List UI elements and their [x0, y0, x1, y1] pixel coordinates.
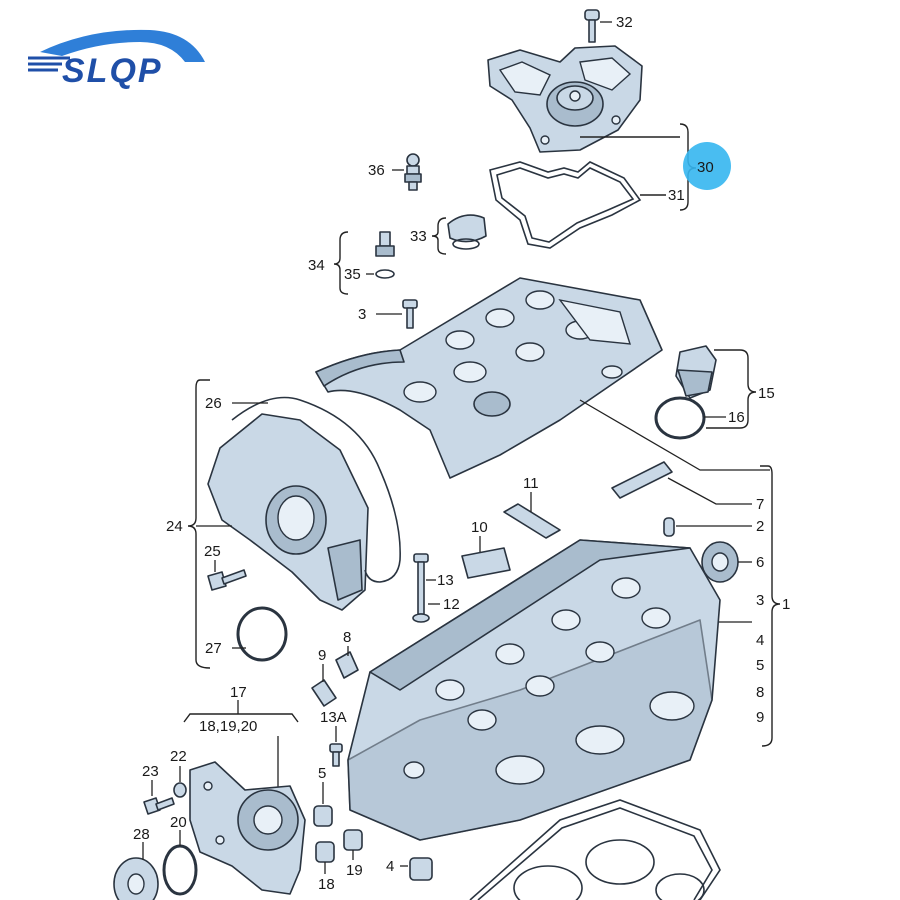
callout-24: 24 — [166, 518, 183, 535]
callout-16: 16 — [728, 409, 745, 426]
callout-22: 22 — [170, 748, 187, 765]
part-31-gasket — [489, 161, 642, 249]
callout-10: 10 — [471, 519, 488, 536]
callout-36: 36 — [368, 162, 385, 179]
brand-logo-text: SLQP — [62, 52, 163, 90]
callout-33: 33 — [410, 228, 427, 245]
callout-11: 11 — [523, 475, 539, 492]
callout-18: 18 — [318, 876, 335, 893]
callout-15: 15 — [758, 385, 775, 402]
callout-4-right: 4 — [756, 632, 764, 649]
callout-9-right: 9 — [756, 709, 764, 726]
callout-5-right: 5 — [756, 657, 764, 674]
highlight-30-marker — [683, 142, 731, 190]
part-15-oil-cap — [675, 345, 717, 399]
part-head-gasket — [469, 799, 721, 900]
part-30-oil-separator-housing — [487, 45, 643, 153]
callout-2: 2 — [756, 518, 764, 535]
callout-17: 17 — [230, 684, 247, 701]
part-22-washer — [173, 782, 187, 798]
part-20-seal — [162, 844, 198, 896]
part-11-sealant-tube — [503, 503, 561, 539]
part-27-seal — [236, 606, 288, 662]
callout-4: 4 — [386, 858, 394, 875]
part-6-sprocket — [701, 541, 739, 583]
callout-35: 35 — [344, 266, 361, 283]
callout-5: 5 — [318, 765, 326, 782]
part-32-screw — [584, 9, 600, 43]
part-valve-cover — [315, 277, 663, 479]
callout-31: 31 — [668, 187, 685, 204]
callout-13a: 13A — [320, 709, 347, 726]
part-17-pump-housing — [189, 761, 306, 895]
part-19-bush — [343, 829, 363, 851]
part-28-flange — [113, 857, 159, 900]
part-16-seal — [654, 396, 706, 440]
part-10-sealant-tube — [461, 547, 511, 579]
part-18-bush — [315, 841, 335, 863]
callout-30: 30 — [697, 159, 714, 176]
part-33-cap — [447, 214, 487, 250]
callout-9: 9 — [318, 647, 326, 664]
callout-18-19-20: 18,19,20 — [199, 718, 257, 735]
callout-8-right: 8 — [756, 684, 764, 701]
part-13-long-bolt — [412, 553, 430, 623]
callout-34: 34 — [308, 257, 325, 274]
callout-27: 27 — [205, 640, 222, 657]
callout-20: 20 — [170, 814, 187, 831]
callout-8: 8 — [343, 629, 351, 646]
callout-32: 32 — [616, 14, 633, 31]
part-36-sensor — [404, 153, 422, 191]
part-26-gasket — [231, 396, 401, 583]
callout-23: 23 — [142, 763, 159, 780]
part-9-stud — [311, 679, 337, 707]
callout-25: 25 — [204, 543, 221, 560]
part-23-bolt — [143, 797, 175, 815]
callout-7: 7 — [756, 496, 764, 513]
part-1-cylinder-head — [347, 539, 721, 841]
part-4-bush — [409, 857, 433, 881]
part-13a-bolt — [329, 743, 343, 767]
callout-26: 26 — [205, 395, 222, 412]
callout-28: 28 — [133, 826, 150, 843]
callout-1: 1 — [782, 596, 790, 613]
callout-6: 6 — [756, 554, 764, 571]
callout-12: 12 — [443, 596, 460, 613]
callout-13: 13 — [437, 572, 454, 589]
part-7-sealant-tube — [611, 461, 673, 499]
part-5-bush — [313, 805, 333, 827]
part-2-dowel — [663, 517, 675, 537]
callout-3-top: 3 — [358, 306, 366, 323]
callout-19: 19 — [346, 862, 363, 879]
part-3-bolt-top — [402, 299, 418, 329]
part-25-bolt — [207, 569, 247, 591]
brand-logo: SLQP — [28, 29, 205, 90]
part-34-sender — [375, 231, 395, 279]
part-8-stud — [335, 651, 359, 679]
callout-3-right: 3 — [756, 592, 764, 609]
part-24-timing-cover — [207, 413, 369, 611]
